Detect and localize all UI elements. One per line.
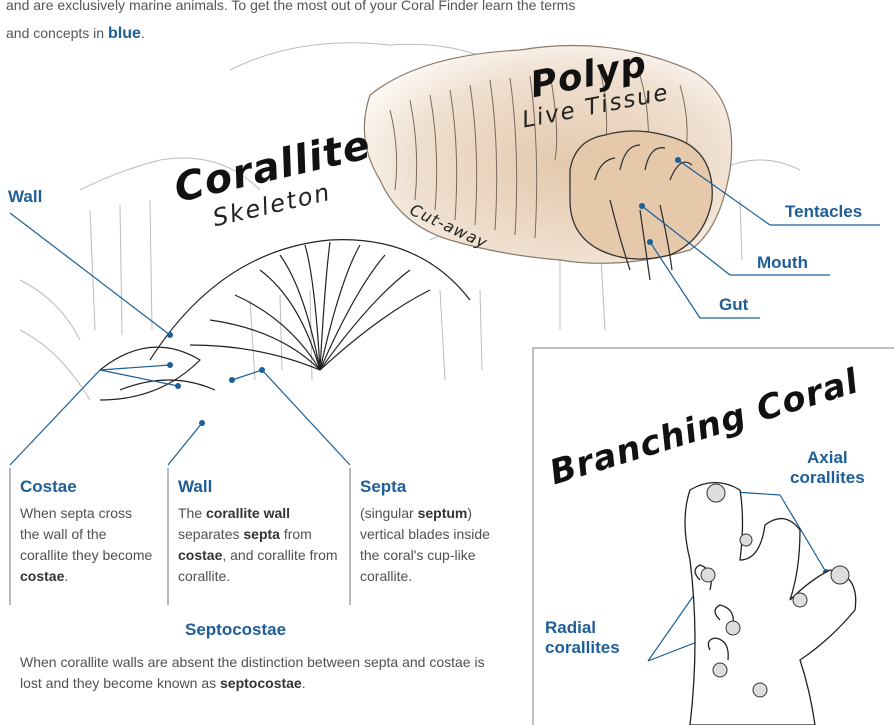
definition-septocostae-text: When corallite walls are absent the dist… bbox=[20, 652, 490, 694]
definition-septa: Septa (singular septum) vertical blades … bbox=[360, 477, 495, 587]
label-radial-corallites: Radial corallites bbox=[545, 618, 620, 658]
costae-text-2: . bbox=[64, 568, 68, 584]
wall-bold-2: septa bbox=[243, 526, 280, 542]
label-gut: Gut bbox=[719, 295, 748, 315]
label-mouth: Mouth bbox=[757, 253, 808, 273]
septa-text-1: (singular bbox=[360, 505, 418, 521]
wall-bold-1: corallite wall bbox=[206, 505, 290, 521]
definition-wall-title: Wall bbox=[178, 477, 338, 497]
branching-coral-drawing bbox=[685, 483, 856, 725]
definition-septa-text: (singular septum) vertical blades inside… bbox=[360, 503, 495, 587]
costae-text-1: When septa cross the wall of the coralli… bbox=[20, 505, 152, 563]
definition-costae: Costae When septa cross the wall of the … bbox=[20, 477, 155, 587]
definition-wall-text: The corallite wall separates septa from … bbox=[178, 503, 338, 587]
septocostae-text-2: . bbox=[302, 675, 306, 691]
label-wall-top: Wall bbox=[8, 187, 42, 207]
label-axial-line-1: Axial bbox=[807, 448, 848, 467]
definition-costae-text: When septa cross the wall of the coralli… bbox=[20, 503, 155, 587]
septa-bold-1: septum bbox=[418, 505, 468, 521]
label-tentacles: Tentacles bbox=[785, 202, 862, 222]
definition-septocostae-title: Septocostae bbox=[185, 620, 286, 640]
label-axial-corallites: Axial corallites bbox=[790, 448, 865, 488]
corallite-skeleton bbox=[100, 240, 470, 400]
label-radial-line-2: corallites bbox=[545, 638, 620, 657]
definition-wall: Wall The corallite wall separates septa … bbox=[178, 477, 338, 587]
definition-costae-title: Costae bbox=[20, 477, 155, 497]
wall-text-1: The bbox=[178, 505, 206, 521]
costae-bold-1: costae bbox=[20, 568, 64, 584]
label-axial-line-2: corallites bbox=[790, 468, 865, 487]
label-radial-line-1: Radial bbox=[545, 618, 596, 637]
wall-text-3: from bbox=[280, 526, 312, 542]
septocostae-bold-1: septocostae bbox=[220, 675, 302, 691]
wall-text-2: separates bbox=[178, 526, 243, 542]
wall-bold-3: costae bbox=[178, 547, 222, 563]
definition-septa-title: Septa bbox=[360, 477, 495, 497]
